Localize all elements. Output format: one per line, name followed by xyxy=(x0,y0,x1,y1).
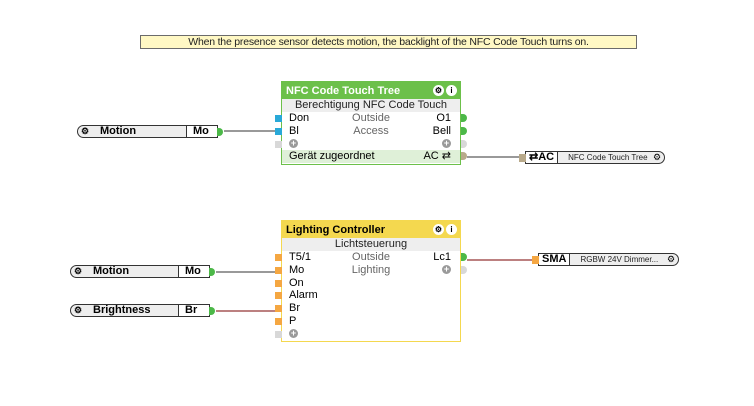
swap-icon: ⇄ xyxy=(441,150,451,163)
block-footer: Gerät zugeordnet AC ⇄ xyxy=(282,150,467,164)
center-label: Access xyxy=(353,124,389,137)
lighting-controller-block[interactable]: Lighting Controller ⚙ i Lichtsteuerung T… xyxy=(275,220,467,342)
block-header[interactable]: Lighting Controller ⚙ i xyxy=(282,221,460,238)
output-label: Lc1 xyxy=(433,251,451,263)
footer-value: AC ⇄ xyxy=(423,150,451,163)
info-icon[interactable]: i xyxy=(446,85,457,96)
ref-name: Motion xyxy=(100,125,137,137)
input-label: Don xyxy=(289,112,310,124)
input-port[interactable] xyxy=(519,154,526,162)
ref-abbr: ⇄AC xyxy=(526,152,559,163)
input-label: Mo xyxy=(289,263,305,276)
info-icon[interactable]: i xyxy=(446,224,457,235)
input-port[interactable] xyxy=(275,127,282,135)
output-ref-ac[interactable]: ⇄AC NFC Code Touch Tree ⚙ xyxy=(519,151,665,164)
nfc-code-touch-block[interactable]: NFC Code Touch Tree ⚙ i Berechtigung NFC… xyxy=(275,81,467,165)
ref-name: Brightness xyxy=(93,304,151,316)
input-port[interactable] xyxy=(275,305,282,313)
input-ref-motion-1[interactable]: ⚙ Motion Mo xyxy=(77,125,223,138)
input-ref-brightness[interactable]: ⚙ Brightness Br xyxy=(70,304,215,317)
input-port[interactable] xyxy=(275,266,282,274)
gear-icon[interactable]: ⚙ xyxy=(73,266,83,276)
input-port[interactable] xyxy=(275,140,282,148)
io-row: Bl Access Bell xyxy=(275,124,467,138)
io-row: T5/1 Outside Lc1 xyxy=(275,251,467,264)
add-input-icon[interactable]: + xyxy=(289,138,298,149)
output-ref-sma[interactable]: SMA RGBW 24V Dimmer... ⚙ xyxy=(532,253,679,266)
io-row: On xyxy=(275,276,460,290)
output-port[interactable] xyxy=(461,114,467,122)
ref-desc: NFC Code Touch Tree xyxy=(568,153,648,162)
block-subtitle: Lichtsteuerung xyxy=(282,238,460,251)
input-label: On xyxy=(289,276,304,289)
input-label: T5/1 xyxy=(289,251,312,263)
center-label: Outside xyxy=(352,251,390,263)
output-port[interactable] xyxy=(461,265,467,274)
input-port[interactable] xyxy=(275,279,282,287)
input-ref-motion-2[interactable]: ⚙ Motion Mo xyxy=(70,265,215,278)
io-row: Alarm xyxy=(275,289,460,302)
ref-name: Motion xyxy=(93,265,130,277)
center-label: Lighting xyxy=(351,263,391,276)
input-port[interactable] xyxy=(275,292,282,300)
output-port[interactable] xyxy=(461,126,467,135)
input-label: Bl xyxy=(289,124,299,137)
output-port[interactable] xyxy=(461,139,467,148)
output-port[interactable] xyxy=(461,253,467,261)
add-output-icon[interactable]: + xyxy=(442,138,451,149)
output-port[interactable] xyxy=(209,268,215,276)
input-label: Alarm xyxy=(289,289,318,302)
ref-abbr: SMA xyxy=(539,254,571,265)
output-label: Bell xyxy=(432,124,451,137)
add-input-icon[interactable]: + xyxy=(289,328,298,339)
input-port[interactable] xyxy=(275,115,282,122)
block-header[interactable]: NFC Code Touch Tree ⚙ i xyxy=(282,82,460,99)
block-title: Lighting Controller xyxy=(286,223,385,236)
input-label: P xyxy=(289,314,297,327)
center-label: Outside xyxy=(352,112,390,124)
input-port[interactable] xyxy=(275,317,282,325)
gear-icon[interactable]: ⚙ xyxy=(652,152,662,162)
output-port[interactable] xyxy=(461,152,467,161)
output-port[interactable] xyxy=(217,128,223,136)
gear-icon[interactable]: ⚙ xyxy=(73,305,83,315)
input-label: Br xyxy=(289,302,300,315)
gear-icon[interactable]: ⚙ xyxy=(666,254,676,264)
ref-abbr: Br xyxy=(178,305,209,316)
io-row: Don Outside O1 xyxy=(275,112,467,125)
footer-label: Gerät zugeordnet xyxy=(289,150,375,163)
gear-icon[interactable]: ⚙ xyxy=(433,224,444,235)
io-row: Mo Lighting + xyxy=(275,263,467,277)
ref-abbr: Mo xyxy=(186,126,217,137)
output-port[interactable] xyxy=(209,307,215,315)
comment-note: When the presence sensor detects motion,… xyxy=(140,35,637,49)
ref-desc: RGBW 24V Dimmer... xyxy=(580,255,659,264)
add-row: + + xyxy=(275,138,467,151)
io-row: Br xyxy=(275,302,460,315)
block-title: NFC Code Touch Tree xyxy=(286,84,401,97)
block-subtitle: Berechtigung NFC Code Touch xyxy=(282,99,460,112)
input-port[interactable] xyxy=(275,330,282,338)
io-row: P xyxy=(275,314,460,328)
output-label: O1 xyxy=(436,112,451,124)
add-output-icon[interactable]: + xyxy=(442,264,451,275)
input-port[interactable] xyxy=(275,254,282,261)
gear-icon[interactable]: ⚙ xyxy=(80,126,90,136)
input-port[interactable] xyxy=(532,256,539,264)
gear-icon[interactable]: ⚙ xyxy=(433,85,444,96)
add-row: + xyxy=(275,328,460,341)
ref-abbr: Mo xyxy=(178,266,209,277)
